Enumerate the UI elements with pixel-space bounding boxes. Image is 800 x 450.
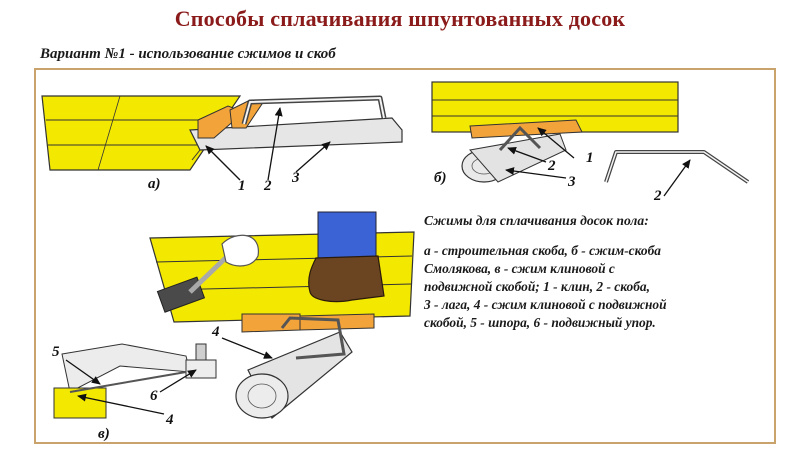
page-title: Способы сплачивания шпунтованных досок [174, 6, 626, 31]
caption-heading: Сжимы для сплачивания досок пола: [424, 213, 649, 228]
figure-frame [34, 68, 776, 444]
caption-line: а - строительная скоба, б - сжим-скоба [424, 243, 661, 258]
label-v-4-top: 4 [211, 324, 220, 340]
fig-b-smolyakov-clamp: б) 1 2 3 2 [431, 81, 750, 204]
label-a-3: 3 [291, 170, 300, 186]
fig-a-construction-staple: а) 1 2 3 [41, 95, 403, 194]
caption-line: 3 - лага, 4 - сжим клиновой с подвижной [424, 297, 667, 312]
label-v-6: 6 [150, 388, 158, 404]
label-a: а) [148, 176, 161, 192]
label-v-5: 5 [52, 344, 60, 360]
label-b-2: 2 [547, 158, 556, 174]
legend-caption: Сжимы для сплачивания досок пола: а - ст… [424, 212, 764, 332]
variant-subtitle: Вариант №1 - использование сжимов и скоб [40, 46, 336, 62]
label-b-3: 3 [567, 174, 576, 190]
label-a-2: 2 [263, 178, 272, 194]
caption-line: Смолякова, в - сжим клиновой с [424, 261, 615, 276]
fig-v-wedge-clamp: 4 5 6 4 в) [52, 211, 415, 442]
label-staple-2: 2 [653, 188, 662, 204]
label-b-1: 1 [586, 150, 594, 166]
label-v: в) [98, 426, 110, 442]
label-a-1: 1 [238, 178, 246, 194]
caption-line: скобой, 5 - шпора, 6 - подвижный упор. [424, 315, 656, 330]
label-v-4-bottom: 4 [165, 412, 174, 428]
caption-line: подвижной скобой; 1 - клин, 2 - скоба, [424, 279, 650, 294]
label-b: б) [434, 170, 446, 186]
